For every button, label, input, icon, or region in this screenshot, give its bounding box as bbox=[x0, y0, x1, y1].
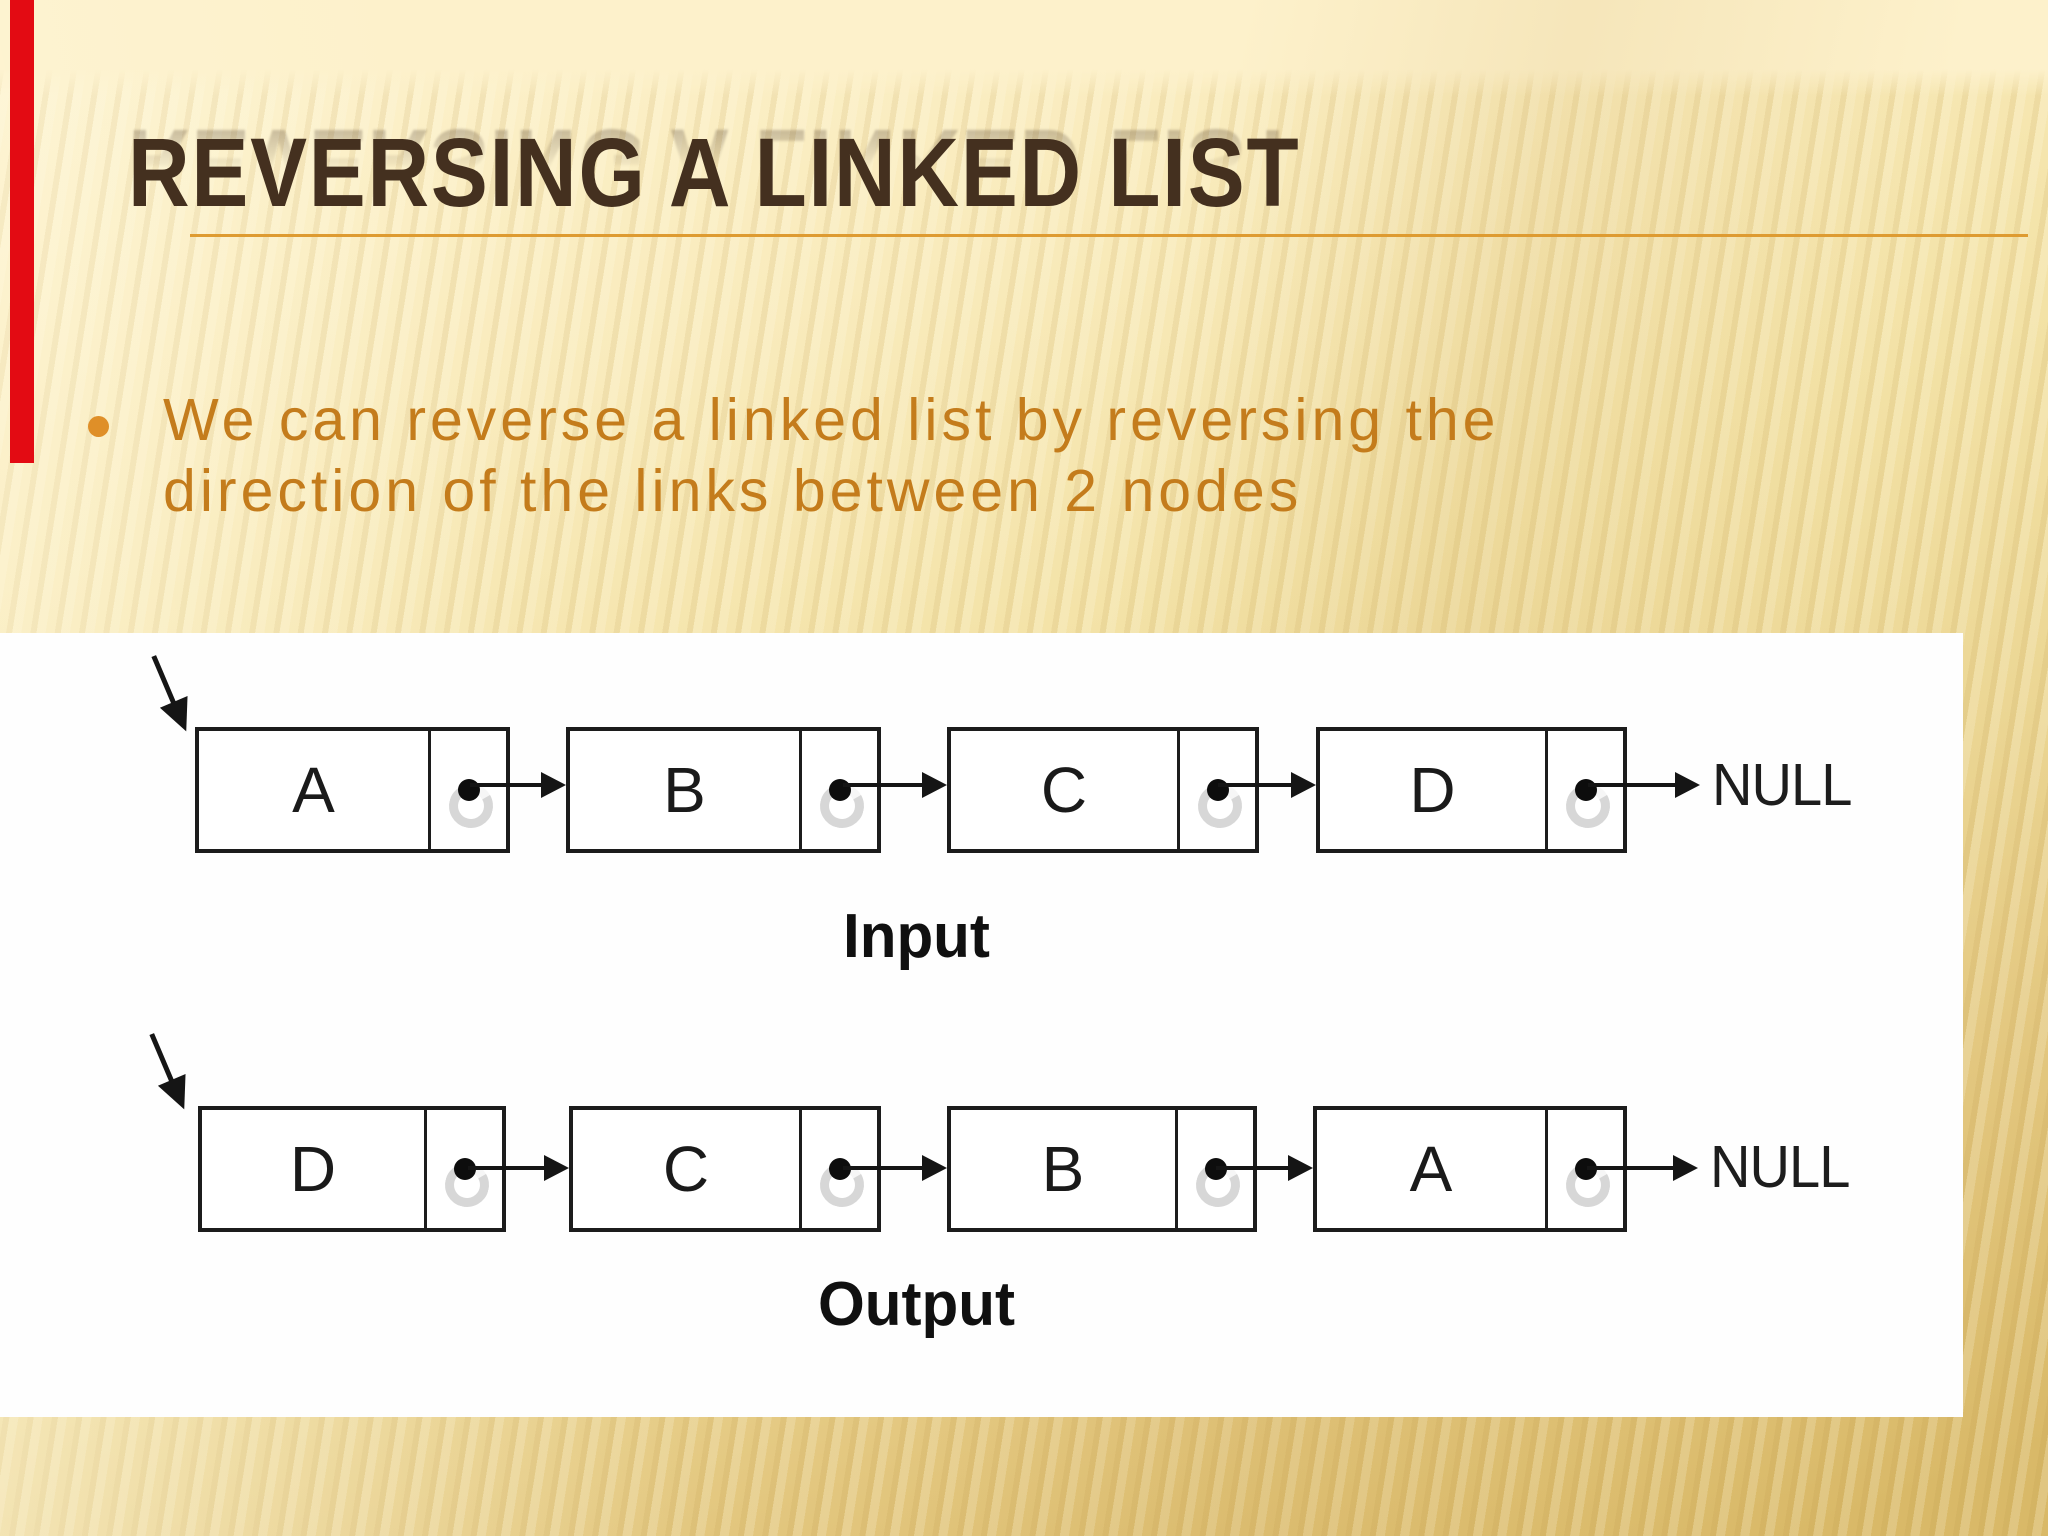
head-arrow-line bbox=[149, 1033, 175, 1083]
head-pointer-arrow-output bbox=[138, 1028, 199, 1116]
bullet-text-line-2: direction of the links between 2 nodes bbox=[163, 458, 1303, 524]
page-title: REVERSING A LINKED LIST bbox=[128, 118, 1301, 227]
title-underline bbox=[190, 234, 2028, 237]
node-pointer-cell bbox=[424, 1110, 502, 1228]
node-data-cell: C bbox=[1040, 754, 1088, 826]
linked-list-diagram: A B C D bbox=[0, 633, 1963, 1417]
input-node-4: D bbox=[1316, 727, 1627, 853]
arrow-line bbox=[468, 1166, 551, 1170]
pointer-dot-icon bbox=[453, 1158, 476, 1180]
pointer-dot-icon bbox=[828, 1158, 851, 1180]
next-pointer-arrow bbox=[1218, 772, 1316, 798]
node-pointer-cell bbox=[1175, 1110, 1253, 1228]
node-data-cell: C bbox=[662, 1133, 710, 1205]
arrowhead-icon bbox=[1673, 1155, 1698, 1181]
input-node-2: B bbox=[566, 727, 881, 853]
red-accent-bar bbox=[10, 0, 34, 463]
next-pointer-arrow bbox=[470, 772, 566, 798]
arrowhead-icon bbox=[922, 772, 947, 798]
head-arrowhead-icon bbox=[157, 1074, 199, 1116]
bullet-marker bbox=[88, 416, 109, 437]
node-data-cell: A bbox=[1409, 1133, 1453, 1205]
head-pointer-arrow-input bbox=[140, 650, 201, 738]
node-data-cell: B bbox=[1041, 1133, 1085, 1205]
input-node-1: A bbox=[195, 727, 510, 853]
arrowhead-icon bbox=[1675, 772, 1700, 798]
output-node-2: C bbox=[569, 1106, 881, 1232]
next-pointer-arrow bbox=[1588, 772, 1700, 798]
node-pointer-cell bbox=[1545, 1110, 1623, 1228]
bullet-text: We can reverse a linked list by reversin… bbox=[163, 385, 1500, 527]
arrow-line bbox=[843, 783, 929, 787]
output-caption: Output bbox=[818, 1270, 1016, 1339]
node-data-cell: D bbox=[289, 1133, 337, 1205]
head-arrow-line bbox=[151, 655, 177, 705]
arrowhead-icon bbox=[1291, 772, 1316, 798]
arrowhead-icon bbox=[544, 1155, 569, 1181]
arrow-line bbox=[1588, 783, 1682, 787]
arrowhead-icon bbox=[541, 772, 566, 798]
pointer-dot-icon bbox=[1574, 1158, 1597, 1180]
bullet-text-line-1: We can reverse a linked list by reversin… bbox=[163, 387, 1500, 453]
output-node-1: D bbox=[198, 1106, 506, 1232]
next-pointer-arrow bbox=[1216, 1155, 1313, 1181]
next-pointer-arrow bbox=[843, 1155, 947, 1181]
arrow-line bbox=[1587, 1166, 1680, 1170]
arrowhead-icon bbox=[922, 1155, 947, 1181]
arrow-line bbox=[1216, 1166, 1295, 1170]
arrow-line bbox=[470, 783, 548, 787]
next-pointer-arrow bbox=[468, 1155, 569, 1181]
node-pointer-cell bbox=[799, 1110, 877, 1228]
null-terminator-input: NULL bbox=[1712, 752, 1852, 818]
node-data-cell: A bbox=[292, 754, 335, 826]
next-pointer-arrow bbox=[843, 772, 947, 798]
background-top-band bbox=[0, 0, 2048, 96]
pointer-dot-icon bbox=[1204, 1158, 1227, 1180]
node-data-cell: D bbox=[1409, 754, 1456, 826]
input-node-3: C bbox=[947, 727, 1259, 853]
output-node-4: A bbox=[1313, 1106, 1627, 1232]
input-caption: Input bbox=[843, 902, 990, 971]
output-node-3: B bbox=[947, 1106, 1257, 1232]
node-data-cell: B bbox=[663, 754, 706, 826]
null-terminator-output: NULL bbox=[1710, 1134, 1850, 1200]
arrowhead-icon bbox=[1288, 1155, 1313, 1181]
arrow-line bbox=[1218, 783, 1298, 787]
next-pointer-arrow bbox=[1587, 1155, 1698, 1181]
arrow-line bbox=[843, 1166, 929, 1170]
